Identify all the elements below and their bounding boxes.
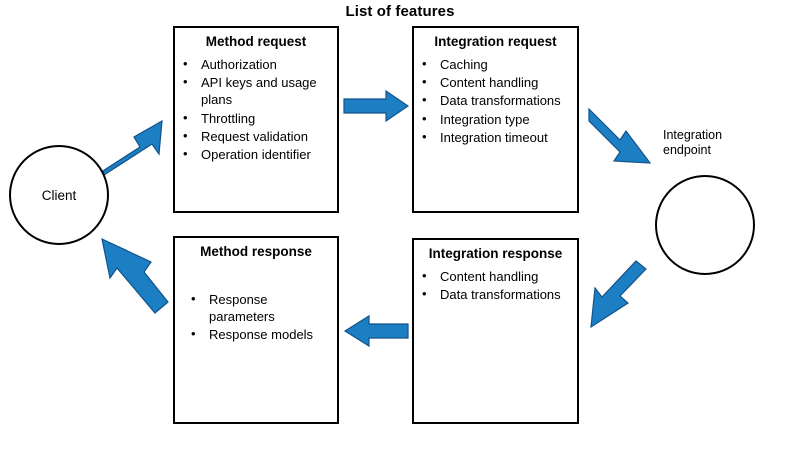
list-item: Response models xyxy=(183,325,331,343)
integration-request-box[interactable]: Integration request Caching Content hand… xyxy=(412,26,579,213)
list-item: Integration type xyxy=(414,110,571,128)
method-request-list: Authorization API keys and usage plans T… xyxy=(175,55,337,164)
list-item: Response parameters xyxy=(183,290,331,326)
arrow-method-request-to-integration-request xyxy=(343,89,410,123)
method-response-box[interactable]: Method response Response parameters Resp… xyxy=(173,236,339,424)
list-item: Content handling xyxy=(414,267,571,285)
list-item: Data transformations xyxy=(414,285,571,303)
arrow-integration-response-to-method-response xyxy=(343,314,409,348)
method-request-box[interactable]: Method request Authorization API keys an… xyxy=(173,26,339,213)
page-title: List of features xyxy=(345,3,455,20)
integration-request-list: Caching Content handling Data transforma… xyxy=(414,55,577,146)
arrow-integration-request-to-endpoint xyxy=(588,107,652,164)
list-item: Caching xyxy=(414,55,571,73)
integration-endpoint-label: Integration endpoint xyxy=(663,128,723,157)
list-item: Integration timeout xyxy=(414,128,571,146)
method-response-title: Method response xyxy=(200,244,312,259)
integration-request-title: Integration request xyxy=(434,34,557,49)
integration-response-title: Integration response xyxy=(428,246,563,261)
list-item: Data transformations xyxy=(414,91,571,109)
list-item: Content handling xyxy=(414,73,571,91)
integration-endpoint-node[interactable] xyxy=(655,175,755,275)
arrow-endpoint-to-integration-response xyxy=(590,260,647,329)
method-response-list: Response parameters Response models xyxy=(175,290,337,344)
list-item: API keys and usage plans xyxy=(175,73,331,109)
integration-response-box[interactable]: Integration response Content handling Da… xyxy=(412,238,579,424)
client-label: Client xyxy=(41,187,77,203)
list-item: Operation identifier xyxy=(175,145,331,163)
integration-response-list: Content handling Data transformations xyxy=(414,267,577,304)
list-item: Authorization xyxy=(175,55,331,73)
arrow-method-response-to-client xyxy=(101,237,169,314)
list-item: Throttling xyxy=(175,109,331,127)
list-item: Request validation xyxy=(175,127,331,145)
method-request-title: Method request xyxy=(205,34,307,49)
client-node[interactable]: Client xyxy=(9,145,109,245)
